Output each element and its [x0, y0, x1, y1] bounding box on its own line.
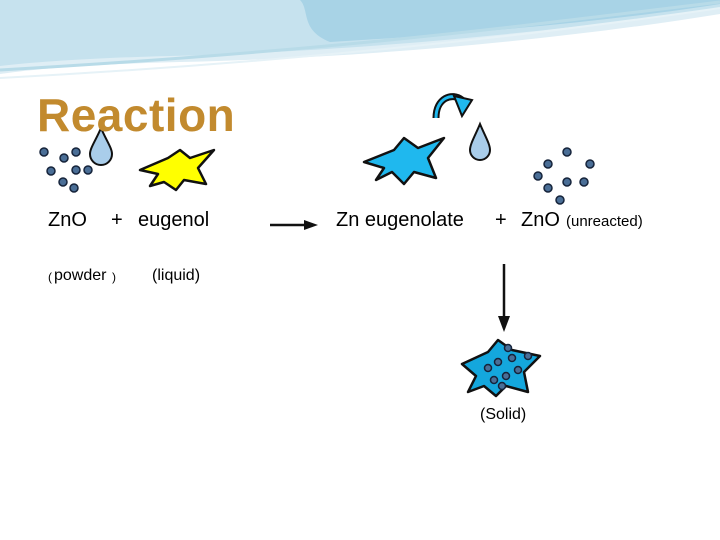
eugenol-drop-right	[468, 121, 492, 161]
reactant-eugenol: eugenol	[138, 209, 210, 231]
solid-state-label: (Solid)	[480, 406, 527, 423]
product-zinc-eugenolate: Zn eugenolate	[336, 209, 464, 231]
powder-close-paren: )	[112, 270, 116, 284]
slide-title: Reaction	[37, 89, 236, 141]
plus-sign-1: +	[111, 209, 123, 231]
powder-open-paren: (	[48, 270, 52, 284]
curved-arrow-icon	[432, 93, 474, 119]
eugenol-particle	[138, 148, 216, 192]
eugenol-drop	[88, 125, 114, 166]
powder-state-label: powder	[54, 267, 107, 284]
unreacted-zno-dots	[533, 147, 595, 205]
header-wave	[0, 0, 720, 79]
plus-sign-2: +	[495, 209, 507, 231]
setting-arrow	[498, 264, 510, 332]
reactant-zno: ZnO	[48, 209, 87, 231]
liquid-state-label: (liquid)	[152, 267, 201, 284]
product-zno: ZnO	[521, 209, 560, 231]
zinc-eugenolate-particle	[362, 136, 446, 186]
reaction-arrow	[270, 220, 318, 230]
solid-product-particle	[460, 338, 542, 398]
zno-powder-dots	[39, 147, 93, 193]
unreacted-label: (unreacted)	[566, 213, 643, 230]
